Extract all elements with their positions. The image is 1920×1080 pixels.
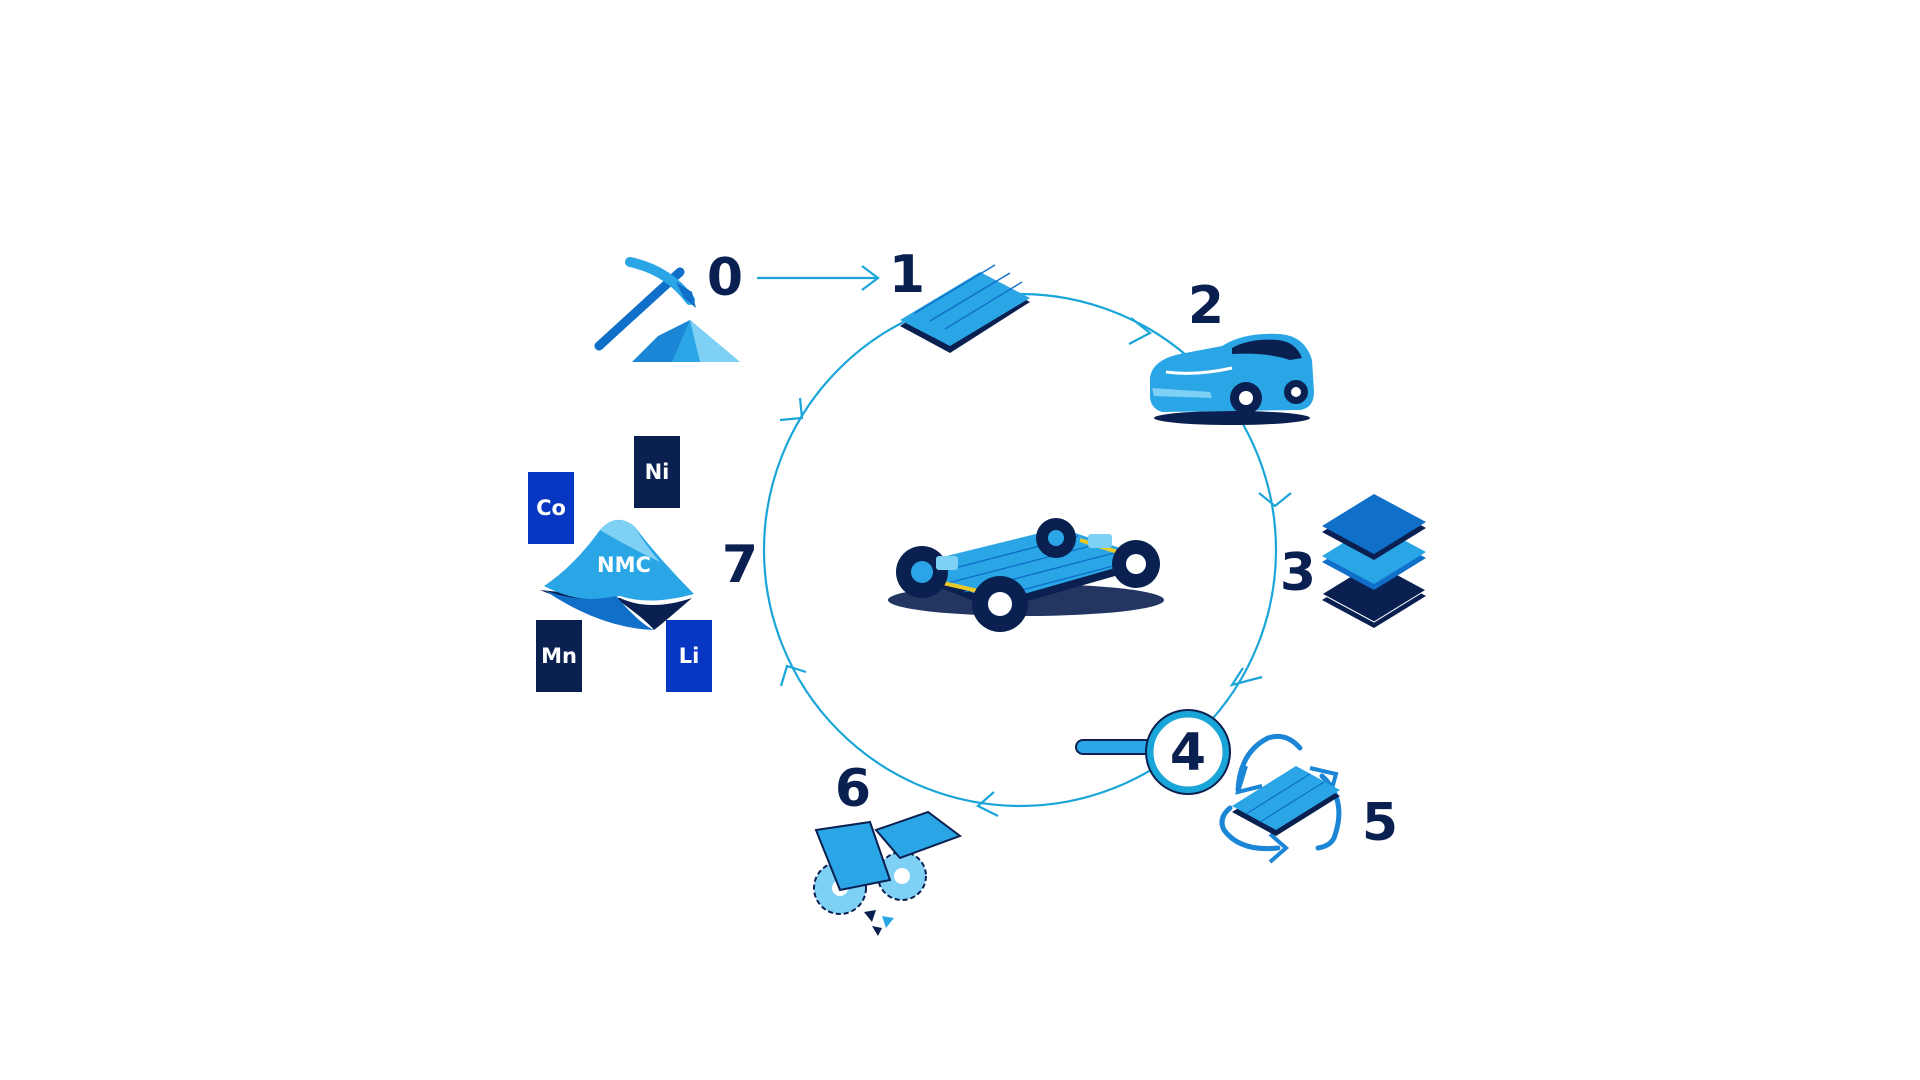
arrowhead-6-to-7 [779, 664, 807, 687]
arrowhead-3-to-4 [1229, 667, 1263, 687]
electric-car-icon [1150, 333, 1314, 425]
manganese-label: Mn [541, 644, 577, 668]
battery-layers-icon [1320, 494, 1428, 628]
battery-chassis-platform-icon [888, 518, 1164, 632]
recycle-battery-icon [1219, 733, 1342, 864]
step-numbers: 0 1 2 3 5 6 7 [707, 245, 1398, 853]
step-number-0: 0 [707, 248, 743, 308]
material-labels: NMC Co Ni Mn Li [536, 460, 699, 668]
nmc-label: NMC [597, 553, 651, 577]
step-number-5: 5 [1362, 793, 1398, 853]
step-number-7: 7 [722, 535, 758, 595]
step-number-4: 4 [1170, 723, 1206, 783]
arrowhead-4-to-6 [976, 791, 999, 817]
lithium-label: Li [679, 644, 700, 668]
mining-pickaxe-icon [594, 257, 740, 362]
battery-module-icon [900, 264, 1030, 353]
nickel-label: Ni [645, 460, 670, 484]
arrowhead-1-to-2 [1128, 317, 1153, 345]
step-number-1: 1 [889, 245, 925, 305]
arrowhead-7-to-1 [779, 397, 804, 422]
nmc-raw-materials-icon [528, 436, 712, 692]
cobalt-card [528, 472, 574, 544]
magnifier-icon: 4 [1075, 709, 1231, 795]
manganese-card [536, 620, 582, 692]
cobalt-label: Co [536, 496, 566, 520]
lithium-card [666, 620, 712, 692]
arrowhead-2-to-3 [1258, 492, 1292, 508]
step-number-6: 6 [835, 759, 871, 819]
nickel-card [634, 436, 680, 508]
cycle-arrowheads [779, 317, 1292, 817]
step-number-3: 3 [1280, 543, 1316, 603]
step-number-2: 2 [1188, 276, 1224, 336]
shredder-gears-icon [813, 810, 963, 936]
